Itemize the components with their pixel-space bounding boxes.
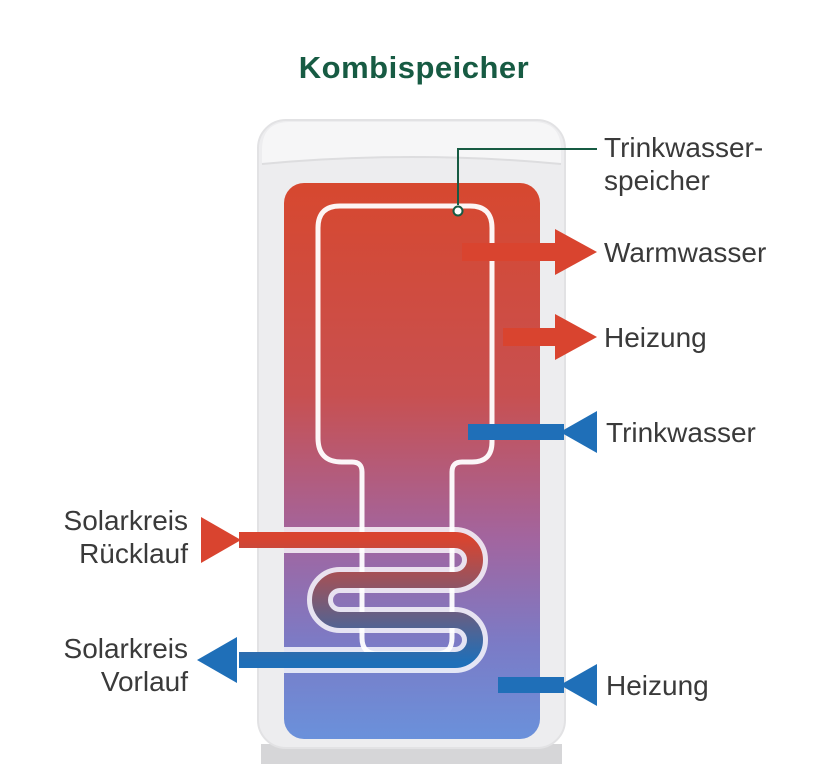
arrow-solar-vorlauf-head [197,637,237,683]
label-solar-vorlauf-line2: Vorlauf [100,666,188,697]
arrow-heizung-top [503,314,597,360]
vessel-leader-line [457,148,597,205]
label-heizung-top: Heizung [604,322,707,353]
arrow-trinkwasser-head [560,411,597,453]
vessel-marker-dot [452,205,464,217]
label-solar-ruecklauf-line1: Solarkreis [63,505,188,536]
solar-coil-pipe [239,532,483,668]
label-solar-ruecklauf: Solarkreis Rücklauf [30,504,188,570]
arrow-heizung-bottom [498,664,597,706]
label-solar-ruecklauf-line2: Rücklauf [79,538,188,569]
arrow-heizung-top-head [555,314,597,360]
arrow-heizung-bottom-head [560,664,597,706]
label-heizung-bottom: Heizung [606,670,709,701]
label-trinkwasser: Trinkwasser [606,417,756,448]
label-inner-vessel: Trinkwasser- speicher [604,131,763,197]
arrow-warmwasser-bar [462,243,555,261]
diagram-title: Kombispeicher [298,50,530,85]
solar-coil [239,527,488,673]
arrow-warmwasser-head [555,229,597,275]
arrow-heizung-top-bar [503,328,555,346]
label-inner-vessel-line2: speicher [604,165,710,196]
arrow-trinkwasser [468,411,597,453]
label-warmwasser: Warmwasser [604,237,767,268]
arrow-trinkwasser-bar [468,424,564,440]
label-solar-vorlauf: Solarkreis Vorlauf [30,632,188,698]
arrow-heizung-bottom-bar [498,677,564,693]
buffer-water-gradient [284,183,540,739]
arrow-warmwasser [462,229,597,275]
label-solar-vorlauf-line1: Solarkreis [63,633,188,664]
arrow-solar-ruecklauf-head [201,517,241,563]
tank-lid [262,122,561,164]
label-inner-vessel-line1: Trinkwasser- [604,132,764,163]
tank-lid-seam [261,156,562,165]
